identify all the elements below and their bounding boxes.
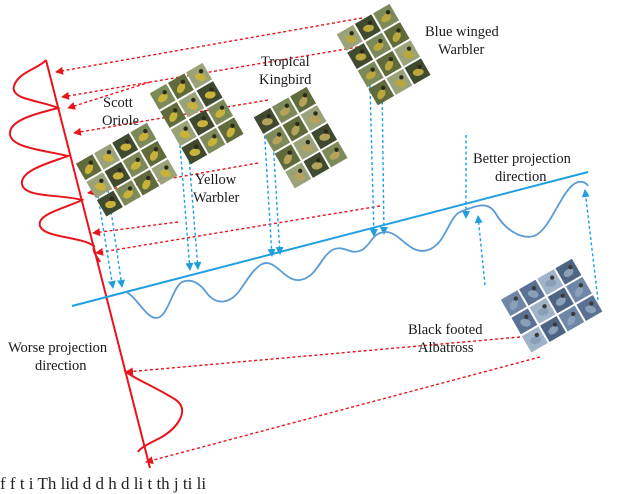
blue-arrow-yellow-1: [179, 144, 194, 271]
bird-photo-grid-icon: [199, 127, 226, 154]
bird-photo-grid-icon: [181, 138, 208, 165]
red-arrow-blue-winged-top: [55, 17, 363, 75]
bird-photo-grid-icon: [336, 24, 363, 51]
bird-photo-grid-icon: [151, 159, 178, 186]
bird-photo-grid-icon: [375, 50, 402, 77]
bird-photo-grid-icon: [565, 276, 592, 303]
bird-photo-grid-icon: [133, 169, 160, 196]
bird-photo-grid-icon: [104, 161, 131, 188]
red-arrow-blue-winged-low: [95, 205, 381, 256]
bird-photo-grid-icon: [354, 14, 381, 41]
blue-arrow-albatross-2: [581, 189, 599, 301]
worse-axis-albatross-curve: [123, 369, 183, 453]
bird-photo-grid-icon: [321, 141, 348, 168]
bird-photo-grid-icon: [75, 154, 102, 181]
bird-photo-grid-icon: [274, 144, 301, 171]
bird-photo-grid-icon: [207, 99, 234, 126]
bird-photo-grid-icon: [547, 287, 574, 314]
label-better-projection: Better projection direction: [473, 151, 574, 185]
bird-photo-grid-icon: [521, 326, 548, 353]
label-black-footed-albatross: Black footed Albatross: [408, 322, 486, 356]
red-arrow-kingbird-bottom: [87, 162, 259, 196]
bird-photo-grid-icon: [130, 122, 157, 149]
blue-arrow-yellow-2: [187, 144, 202, 270]
bird-photo-grid-icon: [86, 172, 113, 199]
better-projection-axis: [71, 171, 589, 319]
bird-photo-grid-icon: [186, 62, 213, 89]
bird-photo-grid-icon: [160, 102, 187, 129]
bird-photo-grid-icon: [122, 151, 149, 178]
bird-photo-grid-icon: [188, 109, 215, 136]
bird-photo-grid-icon: [196, 81, 223, 108]
bird-photo-grid-icon: [500, 290, 527, 317]
red-arrow-albatross-bottom: [145, 356, 541, 465]
better-axis-distribution-curve: [125, 180, 589, 319]
red-projection-arrows: [55, 17, 541, 465]
bird-clusters: [75, 3, 603, 353]
diagram-labels: Scott Oriole Tropical Kingbird Blue wing…: [8, 24, 574, 374]
bird-photo-grid-icon: [303, 151, 330, 178]
better-axis-line: [71, 171, 589, 307]
cluster-tropical-kingbird: [253, 86, 348, 189]
bird-photo-grid-icon: [282, 115, 309, 142]
bird-photo-grid-icon: [540, 316, 567, 343]
worse-projection-axis: [9, 59, 183, 469]
label-scott-oriole: Scott Oriole: [102, 95, 139, 129]
bird-photo-grid-icon: [365, 32, 392, 59]
blue-projection-arrows: [96, 84, 599, 301]
cluster-scott-oriole: [75, 122, 178, 217]
bird-photo-grid-icon: [149, 83, 176, 110]
bird-photo-grid-icon: [170, 120, 197, 147]
label-yellow-warbler: Yellow Warbler: [193, 172, 240, 206]
bird-photo-grid-icon: [383, 22, 410, 49]
bird-photo-grid-icon: [347, 43, 374, 70]
bird-photo-grid-icon: [94, 143, 121, 170]
bird-photo-grid-icon: [178, 91, 205, 118]
bird-photo-grid-icon: [373, 3, 400, 30]
bird-photo-grid-icon: [555, 258, 582, 285]
bird-photo-grid-icon: [285, 162, 312, 189]
blue-arrow-scott-1: [96, 189, 116, 289]
bird-photo-grid-icon: [404, 58, 431, 85]
red-arrow-blue-winged-bottom: [61, 46, 359, 100]
label-blue-winged-warbler: Blue winged Warbler: [425, 24, 502, 58]
bird-photo-grid-icon: [217, 117, 244, 144]
bird-photo-grid-icon: [368, 79, 395, 106]
bird-photo-grid-icon: [511, 308, 538, 335]
worse-axis-distribution-curve: [9, 59, 101, 263]
cluster-yellow-warbler: [149, 62, 244, 165]
bird-photo-grid-icon: [96, 190, 123, 217]
bird-photo-grid-icon: [271, 97, 298, 124]
bird-photo-grid-icon: [537, 269, 564, 296]
bird-photo-grid-icon: [112, 133, 139, 160]
label-worse-projection: Worse projection direction: [8, 340, 111, 374]
bird-photo-grid-icon: [357, 61, 384, 88]
red-arrow-scott-top: [67, 81, 151, 110]
worse-axis-line: [45, 59, 151, 469]
bird-photo-grid-icon: [519, 279, 546, 306]
cluster-blue-winged-warbler: [336, 3, 431, 106]
bird-photo-grid-icon: [529, 297, 556, 324]
bird-photo-grid-icon: [558, 305, 585, 332]
bird-photo-grid-icon: [264, 126, 291, 153]
blue-arrow-albatross-1: [474, 215, 486, 286]
bird-photo-grid-icon: [386, 68, 413, 95]
cluster-black-footed-albatross: [500, 258, 603, 353]
bird-photo-grid-icon: [253, 107, 280, 134]
bird-photo-grid-icon: [140, 140, 167, 167]
blue-arrow-bww-2: [379, 84, 388, 235]
label-tropical-kingbird: Tropical Kingbird: [259, 54, 313, 88]
bird-photo-grid-icon: [292, 133, 319, 160]
bird-photo-grid-icon: [115, 180, 142, 207]
blue-arrow-bww-1: [369, 84, 378, 237]
bird-photo-grid-icon: [290, 86, 317, 113]
red-arrow-yellow-bottom: [92, 221, 179, 237]
bird-photo-grid-icon: [300, 105, 327, 132]
figure-caption: f f t i Th lid d d h d li t th j ti li: [0, 474, 207, 493]
bird-photo-grid-icon: [576, 295, 603, 322]
bird-photo-grid-icon: [167, 73, 194, 100]
bird-photo-grid-icon: [394, 40, 421, 67]
bird-photo-grid-icon: [311, 123, 338, 150]
